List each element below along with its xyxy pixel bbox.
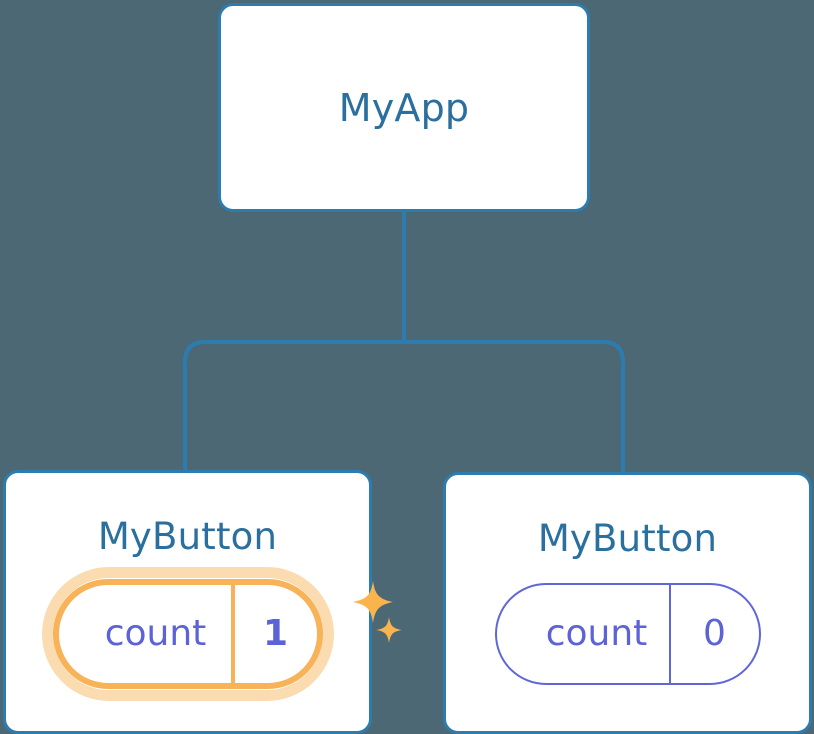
- node-mybutton-right[interactable]: MyButton count 0: [443, 472, 812, 734]
- state-pill[interactable]: count 0: [494, 583, 761, 685]
- node-myapp[interactable]: MyApp: [218, 3, 590, 212]
- highlight-glow: [41, 567, 334, 701]
- state-value: 1: [262, 613, 289, 654]
- state-value: 0: [703, 613, 726, 654]
- node-mybutton-left[interactable]: MyButton count 1: [3, 470, 402, 734]
- node-title: MyApp: [338, 85, 470, 130]
- state-pill-plain[interactable]: count 0: [494, 583, 761, 685]
- node-title: MyButton: [97, 515, 278, 558]
- node-title: MyButton: [537, 517, 718, 560]
- state-pill-highlighted[interactable]: count 1: [41, 567, 402, 701]
- state-key: count: [497, 585, 671, 683]
- state-key: count: [59, 585, 235, 683]
- connector-fork: [183, 340, 625, 472]
- state-pill[interactable]: count 1: [52, 579, 323, 689]
